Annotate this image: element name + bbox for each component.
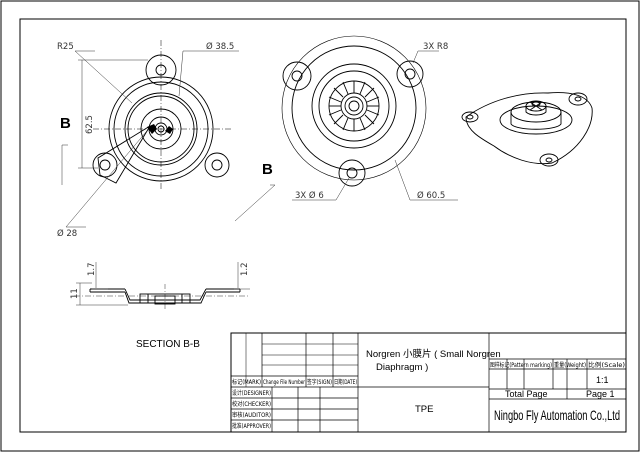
- top-view: [281, 35, 427, 187]
- front-view: [92, 40, 232, 190]
- rev-header-mark: 标记(MARK): [232, 378, 261, 386]
- header-scale: 比例(Scale): [588, 361, 625, 369]
- header-weight: 重量(Weight): [554, 361, 586, 369]
- rev-header-sign: 签字(SIGN): [307, 378, 332, 386]
- role-auditor: 审核(AUDITOR): [232, 411, 271, 419]
- dim-3x-r8: 3X R8: [423, 42, 448, 52]
- title-block-grid: [230, 332, 627, 433]
- dim-dia-60-5: Ø 60.5: [417, 190, 445, 201]
- top-view-ribs: [328, 81, 380, 131]
- top-view-dim-lines: [292, 50, 458, 201]
- isometric-view: [461, 92, 593, 167]
- role-checker: 校对(CHECKER): [232, 400, 271, 408]
- page-number: Page 1: [586, 389, 615, 399]
- rev-header-change: Change File Number: [263, 379, 305, 386]
- dim-1-7: 1.7: [87, 262, 97, 276]
- part-name-line2: Diaphragm ): [376, 362, 428, 373]
- inner-frame: [19, 18, 627, 433]
- dim-dia-28: Ø 28: [57, 228, 77, 239]
- section-view: [74, 284, 248, 310]
- dim-11: 11: [70, 288, 80, 299]
- dim-62-5: 62.5: [85, 115, 95, 134]
- front-view-dim-lines: [61, 50, 276, 228]
- total-page: Total Page: [505, 389, 548, 399]
- dim-1-2: 1.2: [240, 262, 250, 276]
- section-mark-left: B: [60, 115, 71, 132]
- section-view-dim-lines: [76, 262, 250, 306]
- section-title: SECTION B-B: [136, 339, 200, 350]
- company-name: Ningbo Fly Automation Co.,Ltd: [494, 407, 620, 423]
- dim-r25: R25: [57, 42, 74, 52]
- part-name-line1: Norgren 小膜片 ( Small Norgren: [366, 348, 501, 360]
- section-mark-right: B: [262, 161, 273, 178]
- material-value: TPE: [415, 404, 433, 415]
- scale-value: 1:1: [596, 375, 609, 385]
- dim-dia-38-5: Ø 38.5: [206, 41, 234, 52]
- role-designer: 设计(DESIGNER): [232, 389, 271, 397]
- header-pattern-marking: 图样标记(Pattern marking): [490, 361, 552, 369]
- role-approver: 批准(APPROVER): [232, 422, 271, 430]
- rev-header-date: 日期(DATE): [334, 378, 357, 386]
- dim-3x-dia-6: 3X Ø 6: [295, 190, 324, 201]
